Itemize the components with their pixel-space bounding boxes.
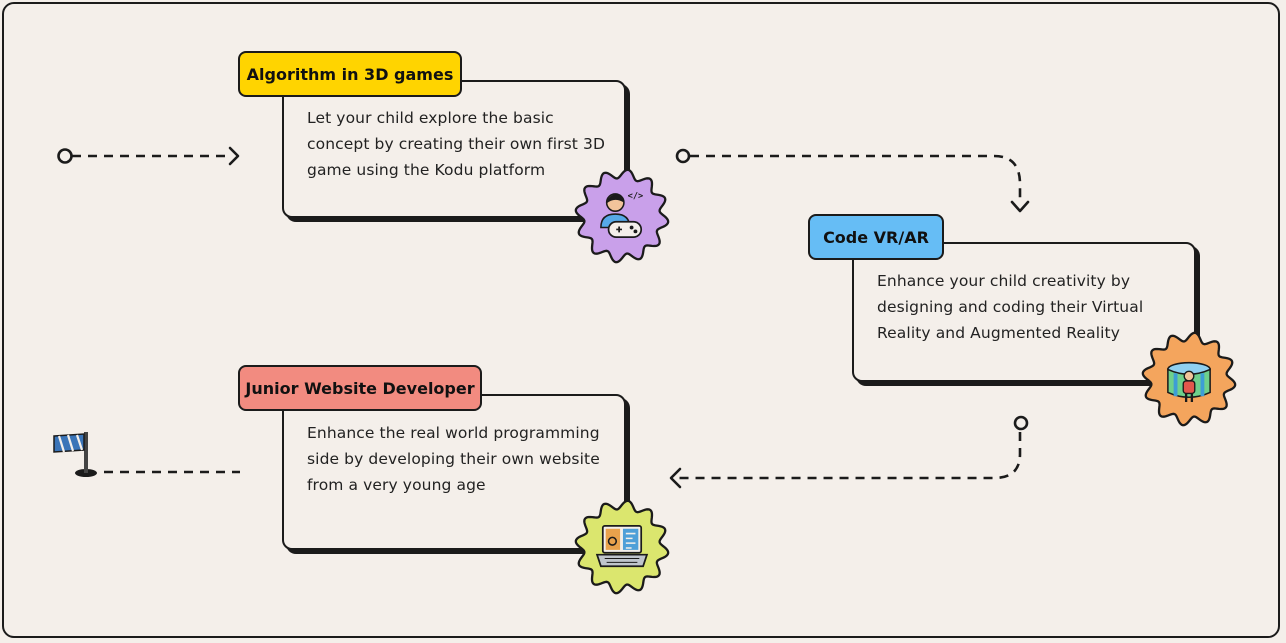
- connector-step1-to-step2: [690, 154, 1022, 204]
- step-card-vr-ar: [852, 242, 1196, 382]
- step-title-algorithm: Algorithm in 3D games: [238, 51, 462, 97]
- step-description: Enhance your child creativity by designi…: [877, 272, 1144, 342]
- step-description: Enhance the real world programming side …: [307, 424, 600, 494]
- step-title-website: Junior Website Developer: [238, 365, 482, 411]
- start-circle-icon: [57, 148, 73, 164]
- step-title-vr-ar: Code VR/AR: [808, 214, 944, 260]
- vr-room-icon: [1141, 331, 1237, 427]
- svg-text:</>: </>: [628, 192, 644, 202]
- step1-exit-circle-icon: [675, 148, 691, 164]
- connector-step2-to-step3: [679, 432, 1022, 480]
- arrowhead-down: [1010, 200, 1030, 213]
- roadmap-connectors: [53, 146, 1030, 489]
- step2-exit-circle-icon: [1013, 415, 1029, 431]
- step-card-algorithm: [282, 80, 626, 218]
- step-card-website: [282, 394, 626, 550]
- step-description: Let your child explore the basic concept…: [307, 109, 605, 179]
- game-developer-icon: </>: [574, 168, 670, 264]
- finish-flag-icon: [53, 432, 97, 477]
- web-development-laptop-icon: [574, 499, 670, 595]
- arrowhead-right: [228, 146, 240, 166]
- arrowhead-left: [669, 467, 682, 489]
